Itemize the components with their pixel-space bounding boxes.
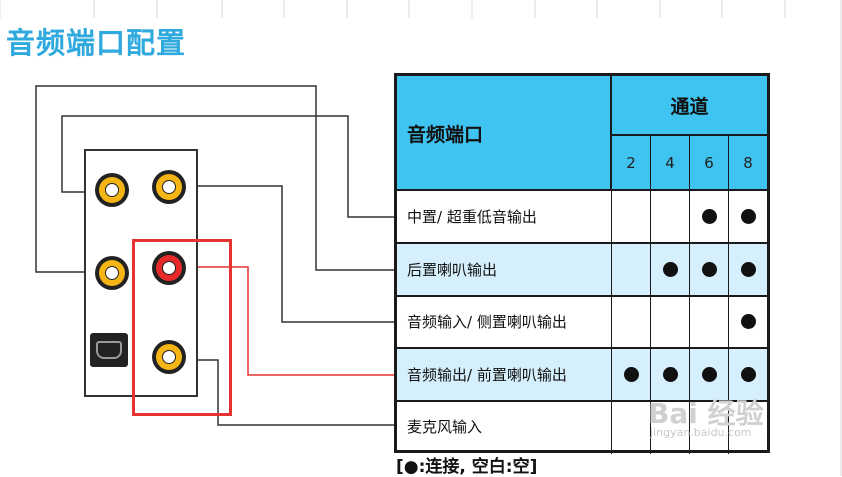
port-label: 音频输入/ 侧置喇叭输出	[407, 313, 567, 331]
page-title: 音频端口配置	[6, 26, 187, 60]
highlight-box	[132, 239, 232, 416]
table-row: 后置喇叭输出	[397, 243, 767, 297]
jack-mic-in	[152, 340, 186, 374]
watermark-brand: Bai 经验	[648, 397, 764, 430]
port-label: 麦克风输入	[407, 418, 483, 436]
port-header-cell: 音频端口	[397, 76, 612, 191]
wire-rear-speaker	[35, 85, 394, 273]
wire-center-subwoofer	[61, 115, 394, 218]
channel-header: 通道	[670, 96, 709, 118]
jack-center-subwoofer	[95, 173, 129, 207]
table-row: 中置/ 超重低音输出	[397, 191, 767, 244]
jack-front-speaker	[152, 251, 186, 285]
connected-dot	[663, 261, 678, 277]
connected-dot	[663, 366, 678, 382]
optical-spdif-port	[90, 333, 128, 367]
table-row: 麦克风输入	[397, 401, 767, 454]
table-row: 音频输出/ 前置喇叭输出	[397, 348, 767, 402]
connected-dot	[740, 366, 756, 382]
port-label: 中置/ 超重低音输出	[407, 208, 537, 226]
connected-dot	[702, 261, 717, 277]
jack-side-speaker	[152, 170, 186, 204]
channel-4: 4	[651, 136, 690, 191]
connected-dot	[702, 366, 717, 382]
port-label: 音频输出/ 前置喇叭输出	[407, 365, 567, 384]
table-row: 音频输入/ 侧置喇叭输出	[397, 296, 767, 349]
channel-8: 8	[729, 136, 767, 191]
watermark: Bai 经验 jingyan.baidu.com	[648, 392, 764, 439]
connected-dot	[740, 209, 756, 224]
wire-side-speaker	[185, 185, 394, 323]
port-header: 音频端口	[407, 124, 484, 146]
connected-dot	[624, 366, 639, 382]
connected-dot	[740, 314, 756, 329]
legend: [●:连接, 空白:空]	[396, 457, 538, 477]
connected-dot	[740, 261, 756, 277]
wire-front-speaker	[185, 266, 394, 376]
channel-config-table: 音频端口 通道 2 4 6 8 中置/ 超重低音输出后置喇叭输出音频输入/ 侧置…	[394, 73, 770, 454]
channel-6: 6	[690, 136, 729, 191]
channel-2: 2	[612, 136, 651, 191]
port-label: 后置喇叭输出	[407, 260, 498, 279]
jack-rear-speaker	[95, 256, 129, 290]
watermark-url: jingyan.baidu.com	[650, 426, 752, 439]
connected-dot	[702, 209, 717, 224]
wire-mic-in	[185, 359, 394, 426]
channel-header-cell: 通道	[612, 76, 767, 136]
